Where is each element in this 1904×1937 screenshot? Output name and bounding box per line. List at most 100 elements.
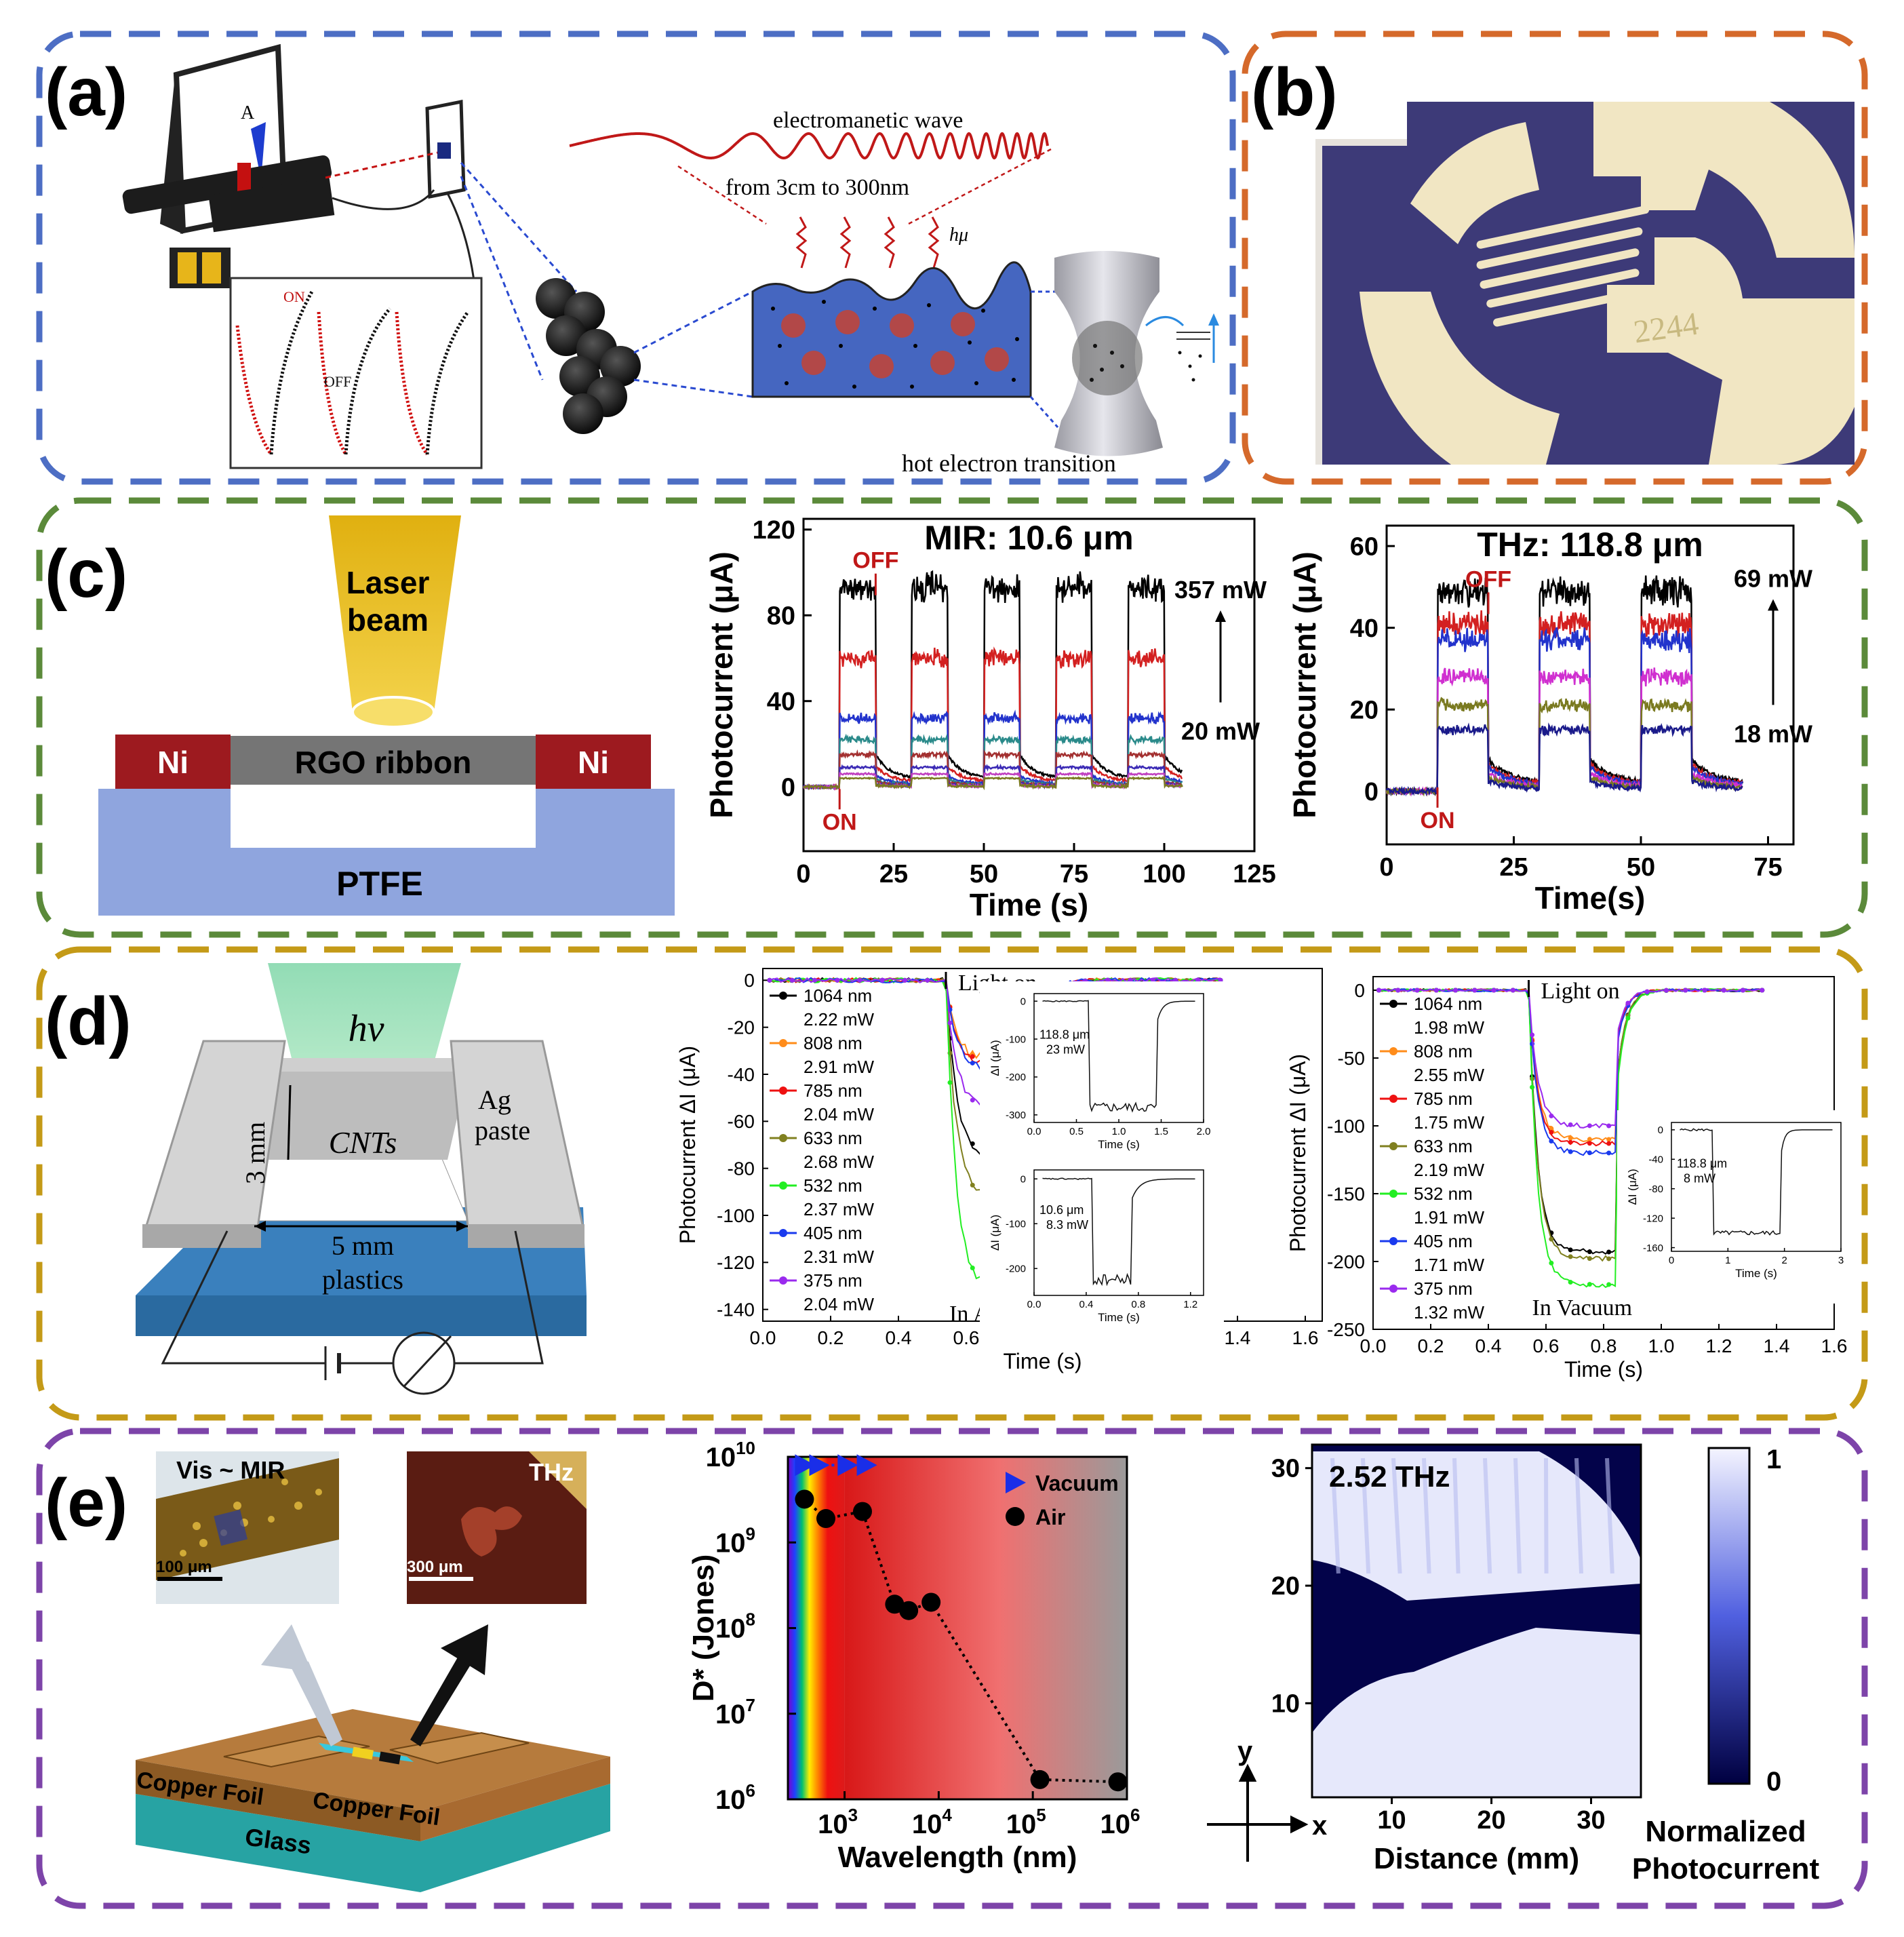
- data-marker: [970, 1182, 975, 1188]
- x-tick-label: 1.0: [1112, 1126, 1126, 1137]
- data-marker: [879, 977, 885, 983]
- legend-marker: [779, 1276, 787, 1285]
- data-marker: [1491, 987, 1496, 993]
- plot-frame: [1033, 1169, 1204, 1296]
- data-marker: [1568, 1139, 1573, 1145]
- data-marker: [1644, 989, 1650, 994]
- y-tick-label: 10: [1271, 1689, 1300, 1718]
- inset-trace: [1042, 1177, 1195, 1287]
- data-marker: [1568, 1149, 1573, 1154]
- legend-air-label: Air: [1035, 1505, 1065, 1529]
- top-power-label: 357 mW: [1174, 576, 1267, 604]
- x-tick-label: 0.0: [1027, 1299, 1042, 1310]
- ribbon-label: RGO ribbon: [295, 745, 472, 780]
- data-marker: [1606, 1249, 1612, 1255]
- chart-d-air: 0.00.20.40.60.81.01.21.41.60-20-40-60-80…: [675, 968, 1323, 1373]
- wave-title: electromanetic wave: [773, 108, 963, 133]
- y-tick-label: -100: [1006, 1219, 1026, 1230]
- x-axis-label: Time (s): [1735, 1267, 1777, 1280]
- x-tick-label: 1.2: [1183, 1299, 1197, 1310]
- y-tick-label: -40: [728, 1064, 755, 1085]
- y-tick-label: -80: [728, 1158, 755, 1179]
- nanocomposite-film: [751, 261, 1032, 398]
- data-marker: [1587, 1256, 1592, 1261]
- x-tick-label: 0.0: [1027, 1126, 1042, 1137]
- data-marker: [1663, 987, 1669, 993]
- inset-background: [1617, 1110, 1861, 1304]
- setup-illustration: A: [122, 43, 578, 408]
- x-axis-label: Distance (mm): [1374, 1842, 1579, 1875]
- series-line: [1386, 575, 1744, 797]
- heatmap-stripe: [1574, 1457, 1584, 1574]
- panel-label-e: (e): [45, 1465, 127, 1541]
- panel-a-inset-plot: ON OFF: [229, 277, 483, 469]
- x-tick-label: 0.0: [750, 1327, 776, 1348]
- legend-name: 375 nm: [804, 1270, 862, 1291]
- legend-name: 1064 nm: [804, 985, 872, 1006]
- x-tick-label: 25: [879, 860, 908, 888]
- legend-power: 2.31 mW: [804, 1247, 874, 1267]
- data-marker: [1568, 1122, 1573, 1127]
- x-tick-label: 1.4: [1764, 1335, 1790, 1356]
- data-marker: [1683, 987, 1688, 993]
- laser-label-2: beam: [347, 602, 429, 638]
- data-marker: [1453, 987, 1459, 993]
- data-marker: [947, 1020, 953, 1025]
- data-marker: [1433, 987, 1439, 993]
- x-tick-label: 0.4: [886, 1327, 912, 1348]
- legend-marker: [1389, 1047, 1397, 1055]
- x-tick-label: 1.2: [1706, 1335, 1732, 1356]
- chip-number: 2244: [1631, 306, 1701, 351]
- series-line: [803, 775, 1183, 791]
- data-marker: [947, 1080, 953, 1085]
- y-tick-label: -80: [1648, 1183, 1663, 1195]
- x-tick-label: 0.8: [1591, 1335, 1617, 1356]
- x-tick-label: 105: [1006, 1805, 1046, 1839]
- data-marker: [1587, 1141, 1592, 1146]
- on-annotation: ON: [1421, 808, 1455, 834]
- air-marker: [1030, 1769, 1050, 1789]
- heatmap-title: 2.52 THz: [1329, 1460, 1450, 1493]
- legend-name: 808 nm: [804, 1033, 862, 1053]
- data-marker: [767, 977, 772, 983]
- power-arrowhead: [1215, 610, 1226, 622]
- legend-power: 2.04 mW: [804, 1294, 874, 1314]
- heatmap-stripe: [1544, 1457, 1549, 1574]
- x-tick-label: 1.6: [1821, 1335, 1848, 1356]
- y-axis-label: D* (Jones): [687, 1554, 720, 1702]
- ni-right-electrode: [536, 735, 651, 789]
- ni-right-label: Ni: [578, 745, 609, 780]
- legend-power: 1.91 mW: [1414, 1207, 1484, 1228]
- legend-name: 375 nm: [1414, 1278, 1473, 1299]
- cnt-film: [264, 1072, 468, 1160]
- y-tick-label: -100: [717, 1205, 755, 1226]
- panel-e: (e) Vis ~ MIR 100 μm THz 300 μm Copper F…: [45, 1438, 1819, 1892]
- y-tick-label: 0: [1364, 778, 1379, 806]
- infrared-band: [844, 1457, 1127, 1799]
- data-marker: [970, 1054, 975, 1059]
- panel-a-border: [36, 31, 1236, 485]
- plot-frame: [1311, 1443, 1642, 1799]
- x-tick-label: 1.6: [1292, 1327, 1319, 1348]
- data-marker: [1549, 1126, 1554, 1131]
- heatmap-stripe: [1361, 1457, 1371, 1574]
- data-marker: [857, 977, 862, 983]
- data-marker: [1568, 1247, 1573, 1253]
- panel-a: (a) A ON OFF: [45, 43, 1219, 477]
- panel-label-c: (c): [45, 536, 127, 612]
- vacuum-marker: [837, 1454, 858, 1476]
- height-label: 3 mm: [240, 1122, 271, 1184]
- plot-frame: [1671, 1122, 1842, 1252]
- gold-electrodes: [1360, 102, 1855, 465]
- data-marker: [1760, 987, 1765, 993]
- x-tick-label: 10: [1377, 1806, 1406, 1835]
- electromagnetic-wave: electromanetic wave from 3cm to 300nm hμ: [569, 108, 1052, 269]
- y-tick-label: 109: [715, 1523, 755, 1558]
- legend-name: 633 nm: [804, 1128, 862, 1148]
- data-marker: [1587, 1137, 1592, 1142]
- panel-b: 2244 (b): [1251, 54, 1855, 465]
- data-marker: [1606, 1256, 1612, 1261]
- legend-marker: [1389, 1190, 1397, 1198]
